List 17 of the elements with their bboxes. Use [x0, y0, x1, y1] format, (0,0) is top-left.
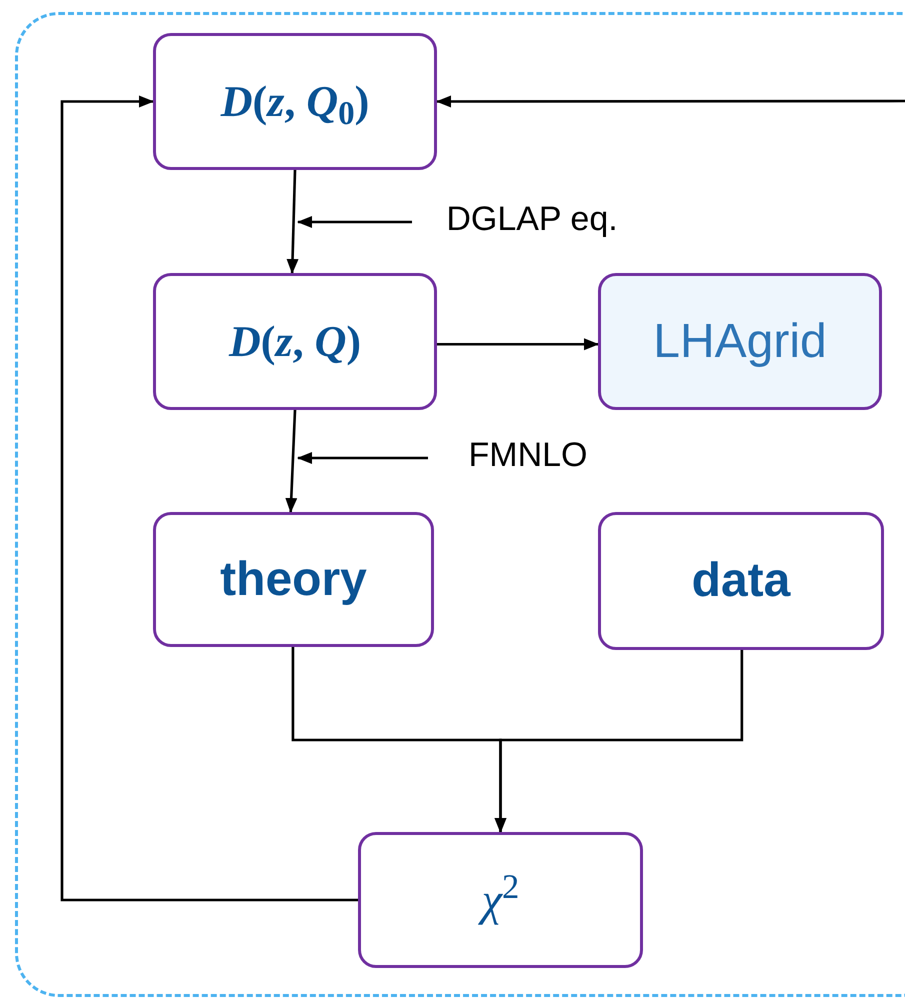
- arrow: [60, 96, 358, 902]
- dashed-frame: [15, 12, 905, 997]
- arrow: [437, 338, 599, 350]
- process-box: theory: [153, 512, 434, 647]
- step-label: DGLAP eq.: [412, 198, 652, 246]
- arrow: [494, 650, 744, 833]
- arrow: [286, 170, 299, 274]
- result-box: χ$^{2}$: [358, 832, 643, 968]
- arrow: [285, 410, 298, 513]
- process-box: data: [598, 512, 884, 650]
- arrow: [436, 95, 905, 108]
- output-box: LHAgrid: [598, 273, 882, 410]
- process-box: D(z, Q$_{0}$): [153, 33, 437, 170]
- arrow: [297, 452, 428, 464]
- process-box: D(z, Q): [153, 273, 437, 410]
- arrow: [297, 216, 412, 228]
- step-label: FMNLO: [428, 434, 628, 482]
